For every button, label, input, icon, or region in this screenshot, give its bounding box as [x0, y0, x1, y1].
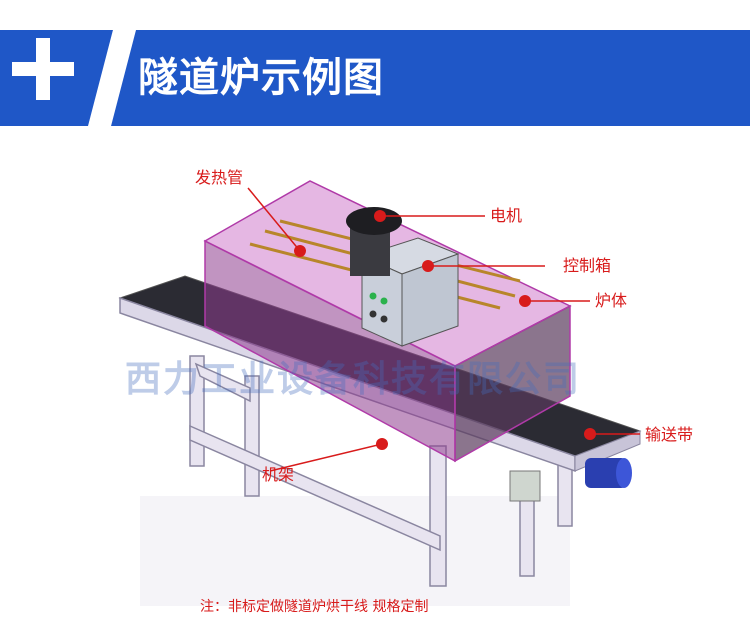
label-motor: 电机 — [490, 206, 523, 225]
floor-reflection — [140, 496, 570, 606]
footnote: 注：非标定做隧道炉烘干线 规格定制 — [200, 599, 429, 615]
tunnel-oven-illustration — [118, 180, 642, 606]
label-heater: 发热管 — [195, 168, 244, 187]
page-title: 隧道炉示例图 — [138, 55, 384, 101]
label-conveyor: 输送带 — [645, 425, 694, 444]
control-box — [360, 237, 460, 347]
label-frame: 机架 — [262, 465, 295, 484]
electric-motor — [346, 207, 402, 276]
watermark: 西力工业设备科技有限公司 — [125, 359, 582, 400]
callout-lines — [247, 187, 640, 472]
banner-left-block — [0, 30, 100, 126]
plus-icon — [12, 38, 74, 100]
label-control-box: 控制箱 — [563, 256, 612, 275]
label-furnace: 炉体 — [595, 291, 628, 310]
title-banner — [0, 30, 750, 126]
conveyor-motor — [585, 458, 632, 488]
